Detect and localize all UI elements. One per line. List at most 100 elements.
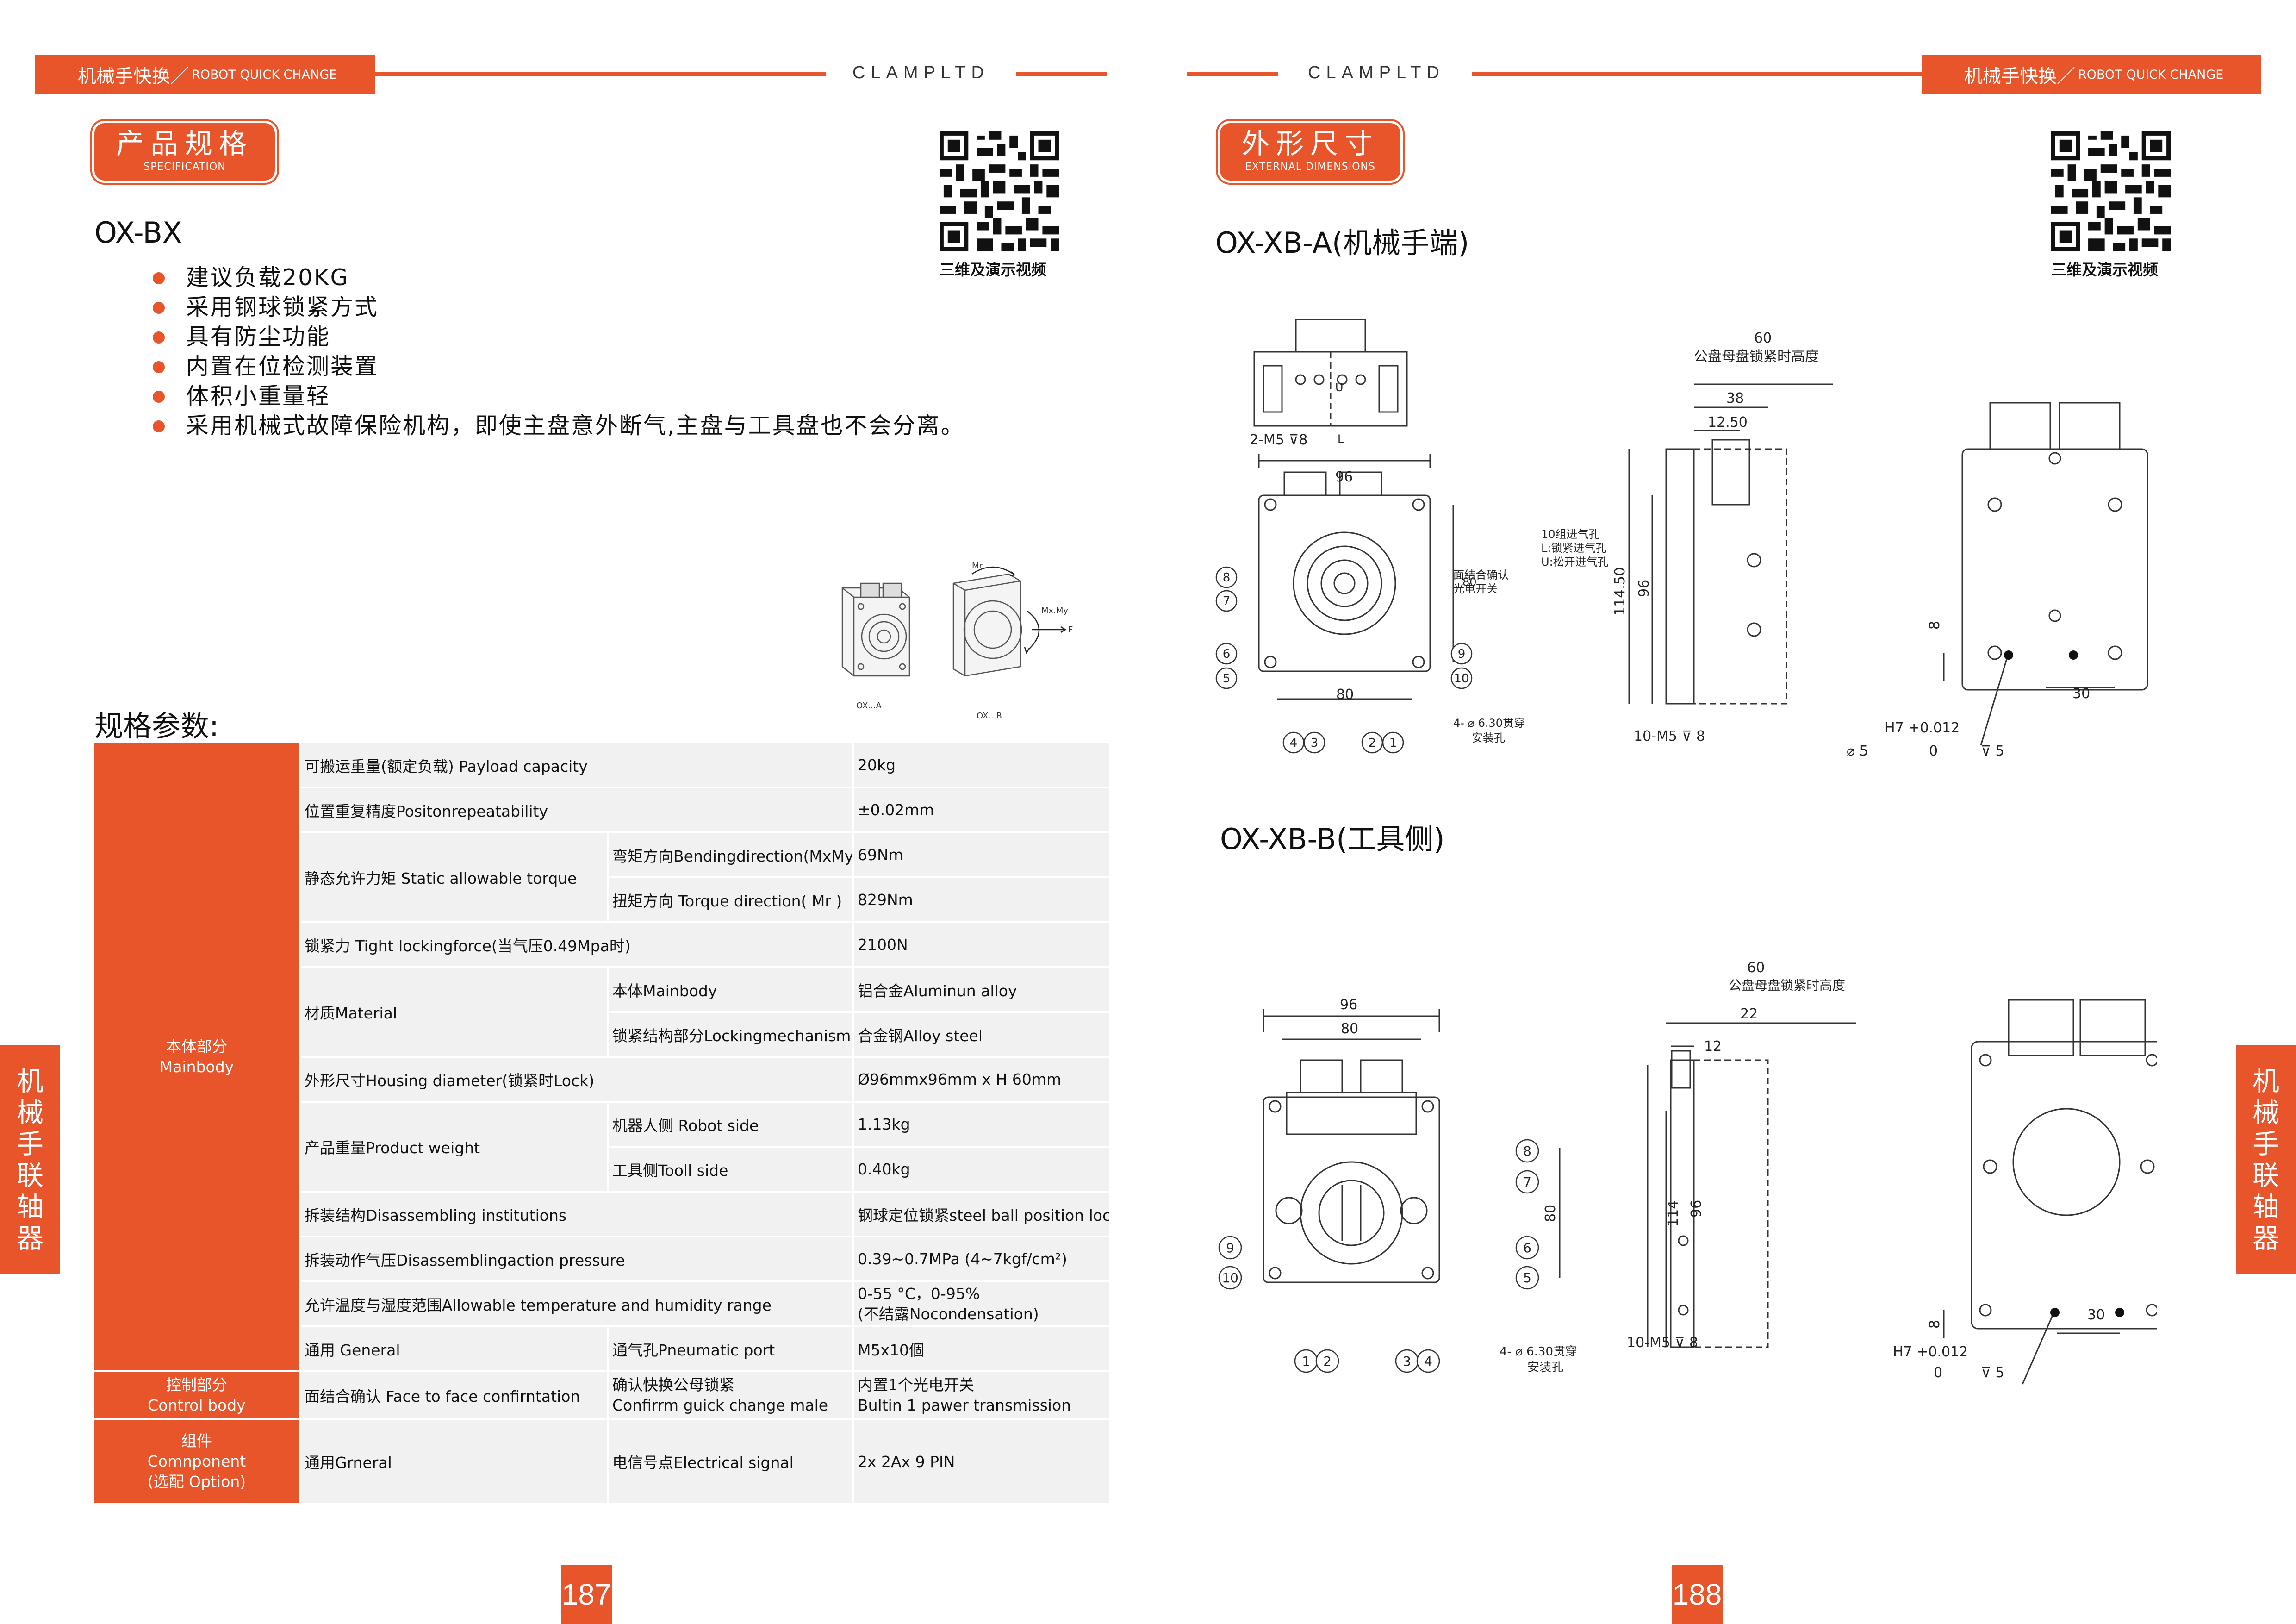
dim-label: 安装孔: [1472, 731, 1505, 744]
dim-label: 114.50: [1612, 567, 1628, 616]
spec-title: 规格参数:: [94, 709, 219, 743]
dim-label: ⊽ 5: [1981, 743, 2004, 759]
section-pill-subtitle: SPECIFICATION: [143, 161, 226, 173]
dim-label: 10-M5 ⊽ 8: [1627, 1335, 1698, 1351]
spec-label: 静态允许力矩 Static allowable torque: [300, 832, 609, 923]
spec-label: 面结合确认 Face to face confirntation: [300, 1371, 609, 1420]
spec-value: ±0.02mm: [853, 787, 1111, 833]
spec-value: 铝合金Aluminun alloy: [853, 967, 1111, 1013]
spec-label: 拆装动作气压Disassemblingaction pressure: [300, 1237, 854, 1282]
table-row: 锁紧结构部分Lockingmechanism 合金钢Alloy steel: [94, 1012, 1111, 1058]
qr-caption: 三维及演示视频: [2051, 261, 2158, 279]
spec-sublabel: 通气孔Pneumatic port: [608, 1326, 854, 1372]
callout-number: 1: [1389, 736, 1397, 750]
dim-label: 4- ⌀ 6.30贯穿: [1500, 1345, 1577, 1359]
feature-item: 采用钢球锁紧方式: [153, 293, 965, 322]
table-row: 静态允许力矩 Static allowable torque 弯矩方向Bendi…: [94, 832, 1111, 923]
spec-value: 2100N: [853, 922, 1111, 968]
dim-label: 10组进气孔: [1541, 528, 1600, 541]
dim-label: 4- ⌀ 6.30贯穿: [1453, 717, 1525, 730]
spec-value: 1.13kg: [853, 1102, 1111, 1148]
model-name: OX-BX: [94, 216, 182, 250]
dim-label: 22: [1740, 1006, 1758, 1022]
brand-name: CLAMPLTD: [1308, 63, 1445, 82]
spec-value: 0.39~0.7MPa (4~7kgf/cm²): [853, 1237, 1111, 1282]
dim-label: ⌀ 5: [1847, 743, 1868, 759]
moment-mr-label: Mr: [972, 561, 983, 571]
bullet-icon: [153, 302, 165, 314]
callout-number: 7: [1523, 1174, 1531, 1190]
section-pill-title: 产品规格: [116, 128, 253, 160]
dim-label: 96: [1636, 580, 1652, 597]
section-pill-specification: 产品规格 SPECIFICATION: [94, 123, 275, 181]
table-row: 本体部分 Mainbody 可搬运重量(额定负载) Payload capaci…: [94, 743, 1111, 1372]
spec-value: 钢球定位锁紧steel ball position lock: [853, 1192, 1111, 1237]
side-tab-right: 机械手联轴器: [2236, 1045, 2296, 1274]
header-rule: [375, 72, 826, 76]
header-tab-subtitle: ROBOT QUICK CHANGE: [192, 67, 337, 82]
callout-number: 4: [1424, 1354, 1432, 1369]
table-row: 工具侧Tooll side 0.40kg: [94, 1147, 1111, 1193]
dim-label: 38: [1726, 390, 1744, 406]
dim-label: 2-M5 ⊽8: [1250, 432, 1307, 448]
group-component: 组件 Comnponent (选配 Option): [94, 1419, 301, 1505]
header-rule: [1472, 72, 1923, 76]
dim-label: 80: [1341, 1021, 1358, 1037]
dim-label: U: [1335, 381, 1344, 394]
group-control: 控制部分 Control body: [94, 1371, 301, 1420]
callout-number: 9: [1226, 1240, 1234, 1255]
dim-label: 114: [1665, 1200, 1681, 1227]
spec-label: 可搬运重量(额定负载) Payload capacity: [300, 743, 854, 788]
table-row: 组件 Comnponent (选配 Option) 通用Grneral 电信号点…: [94, 1419, 1111, 1505]
dim-label: 12: [1704, 1038, 1722, 1055]
dim-label: 60: [1747, 960, 1765, 976]
model-b-title: OX-XB-B(工具侧): [1220, 822, 1445, 856]
spec-sublabel: 机器人侧 Robot side: [608, 1102, 854, 1148]
spec-label: 材质Material: [300, 967, 609, 1058]
spec-label: 产品重量Product weight: [300, 1102, 609, 1193]
table-row: 位置重复精度Positonrepeatability ±0.02mm: [94, 787, 1111, 833]
page-number: 187: [561, 1565, 612, 1624]
dim-label: L:锁紧进气孔: [1541, 542, 1606, 555]
product-illustration: Mr Mx.My F OX...A OX...B: [841, 561, 1073, 721]
dim-label: ⊽ 5: [1981, 1365, 2004, 1381]
table-row: 产品重量Product weight 机器人侧 Robot side 1.13k…: [94, 1102, 1111, 1193]
bullet-icon: [153, 420, 165, 432]
dim-label: 10-M5 ⊽ 8: [1634, 728, 1705, 744]
feature-item: 采用机械式故障保险机构，即使主盘意外断气,主盘与工具盘也不会分离。: [153, 411, 965, 441]
header-tab-right: 机械手快换／ ROBOT QUICK CHANGE: [1922, 55, 2261, 94]
qr-code-icon: [2051, 131, 2171, 251]
header-tab-title: 机械手快换／: [1964, 66, 2075, 87]
header-tab-title: 机械手快换／: [78, 66, 189, 87]
callout-number: 10: [1222, 1270, 1238, 1286]
table-row: 通用 General 通气孔Pneumatic port M5x10個: [94, 1326, 1111, 1372]
dim-label: 80: [1462, 575, 1477, 588]
callout-number: 8: [1523, 1143, 1531, 1159]
table-row: 拆装动作气压Disassemblingaction pressure 0.39~…: [94, 1237, 1111, 1282]
dim-label: U:松开进气孔: [1541, 556, 1609, 568]
dim-label: 96: [1688, 1200, 1705, 1218]
dim-label: 面结合确认: [1453, 568, 1509, 581]
header-rule: [1016, 72, 1107, 76]
header-rule: [1187, 72, 1278, 76]
spec-label: 通用 General: [300, 1326, 609, 1372]
feature-item: 内置在位检测装置: [153, 352, 965, 381]
dim-label: H7 +0.012: [1893, 1344, 1968, 1360]
callout-number: 3: [1311, 736, 1319, 750]
dim-label: 公盘母盘锁紧时高度: [1694, 349, 1819, 365]
section-pill-subtitle: EXTERNAL DIMENSIONS: [1245, 161, 1375, 173]
qr-code-icon: [940, 131, 1059, 251]
dim-label: 96: [1340, 997, 1357, 1013]
dim-label: 80: [1543, 1205, 1559, 1222]
side-tab-left: 机械手联轴器: [0, 1045, 60, 1274]
bullet-icon: [153, 272, 165, 284]
dim-label: 30: [2072, 686, 2090, 702]
callout-number: 5: [1223, 672, 1231, 686]
dim-label: 96: [1335, 469, 1353, 485]
page-number: 188: [1672, 1565, 1723, 1624]
table-row: 外形尺寸Housing diameter(锁紧时Lock) Ø96mmx96mm…: [94, 1057, 1111, 1103]
table-row: 扭矩方向 Torque direction( Mr ) 829Nm: [94, 877, 1111, 923]
table-row: 材质Material 本体Mainbody 铝合金Aluminun alloy: [94, 967, 1111, 1058]
group-mainbody: 本体部分 Mainbody: [94, 743, 301, 1372]
